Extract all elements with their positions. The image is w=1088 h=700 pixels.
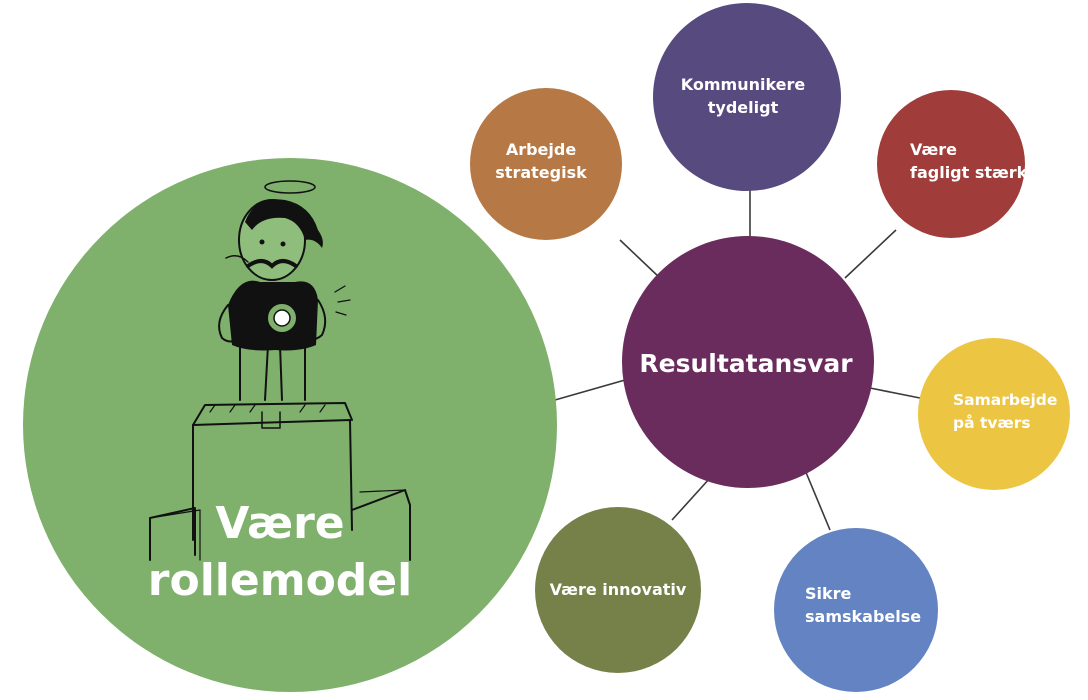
role-model-label-line1: Være — [215, 498, 344, 549]
connector-rollemodel — [554, 379, 626, 401]
satellite-label-line1: Kommunikere — [681, 75, 806, 94]
node-center: Resultatansvar — [622, 236, 874, 488]
satellite-circle — [877, 90, 1025, 238]
satellite-samarbejde: Samarbejde på tværs — [918, 338, 1070, 490]
role-model-circle — [23, 158, 557, 692]
connector-innovativ — [671, 477, 711, 521]
satellite-label-line1: Sikre — [805, 584, 852, 603]
connector-arbejde — [619, 239, 661, 279]
satellite-label-line1: Være — [910, 140, 957, 159]
satellite-circle — [774, 528, 938, 692]
node-role-model: Være rollemodel — [23, 158, 557, 692]
proud-figure-illustration — [149, 180, 411, 561]
satellite-label-line2: samskabelse — [805, 607, 921, 626]
connector-faglig — [844, 229, 897, 279]
satellite-circle — [535, 507, 701, 673]
connector-samarbejde — [869, 387, 921, 399]
role-model-label-line2: rollemodel — [148, 555, 412, 606]
center-label: Resultatansvar — [639, 349, 853, 378]
satellite-faglig: Være fagligt stærk — [877, 90, 1028, 238]
satellite-kommunikere: Kommunikere tydeligt — [653, 3, 841, 191]
satellite-label-line2: strategisk — [495, 163, 587, 182]
satellite-circle — [653, 3, 841, 191]
satellite-samskabelse: Sikre samskabelse — [774, 528, 938, 692]
center-circle — [622, 236, 874, 488]
satellite-label-line2: på tværs — [953, 413, 1031, 432]
satellite-label-line2: fagligt stærk — [910, 163, 1028, 182]
satellite-label-line2: tydeligt — [708, 98, 779, 117]
satellite-innovativ: Være innovativ — [535, 507, 701, 673]
satellite-circle — [470, 88, 622, 240]
satellite-label-line1: Samarbejde — [953, 391, 1057, 409]
satellite-circle — [918, 338, 1070, 490]
connector-lines — [554, 190, 921, 531]
satellite-label-line1: Være innovativ — [550, 580, 687, 599]
satellite-label-line1: Arbejde — [506, 140, 577, 159]
connector-samskabelse — [804, 469, 831, 531]
satellite-arbejde: Arbejde strategisk — [470, 88, 622, 240]
